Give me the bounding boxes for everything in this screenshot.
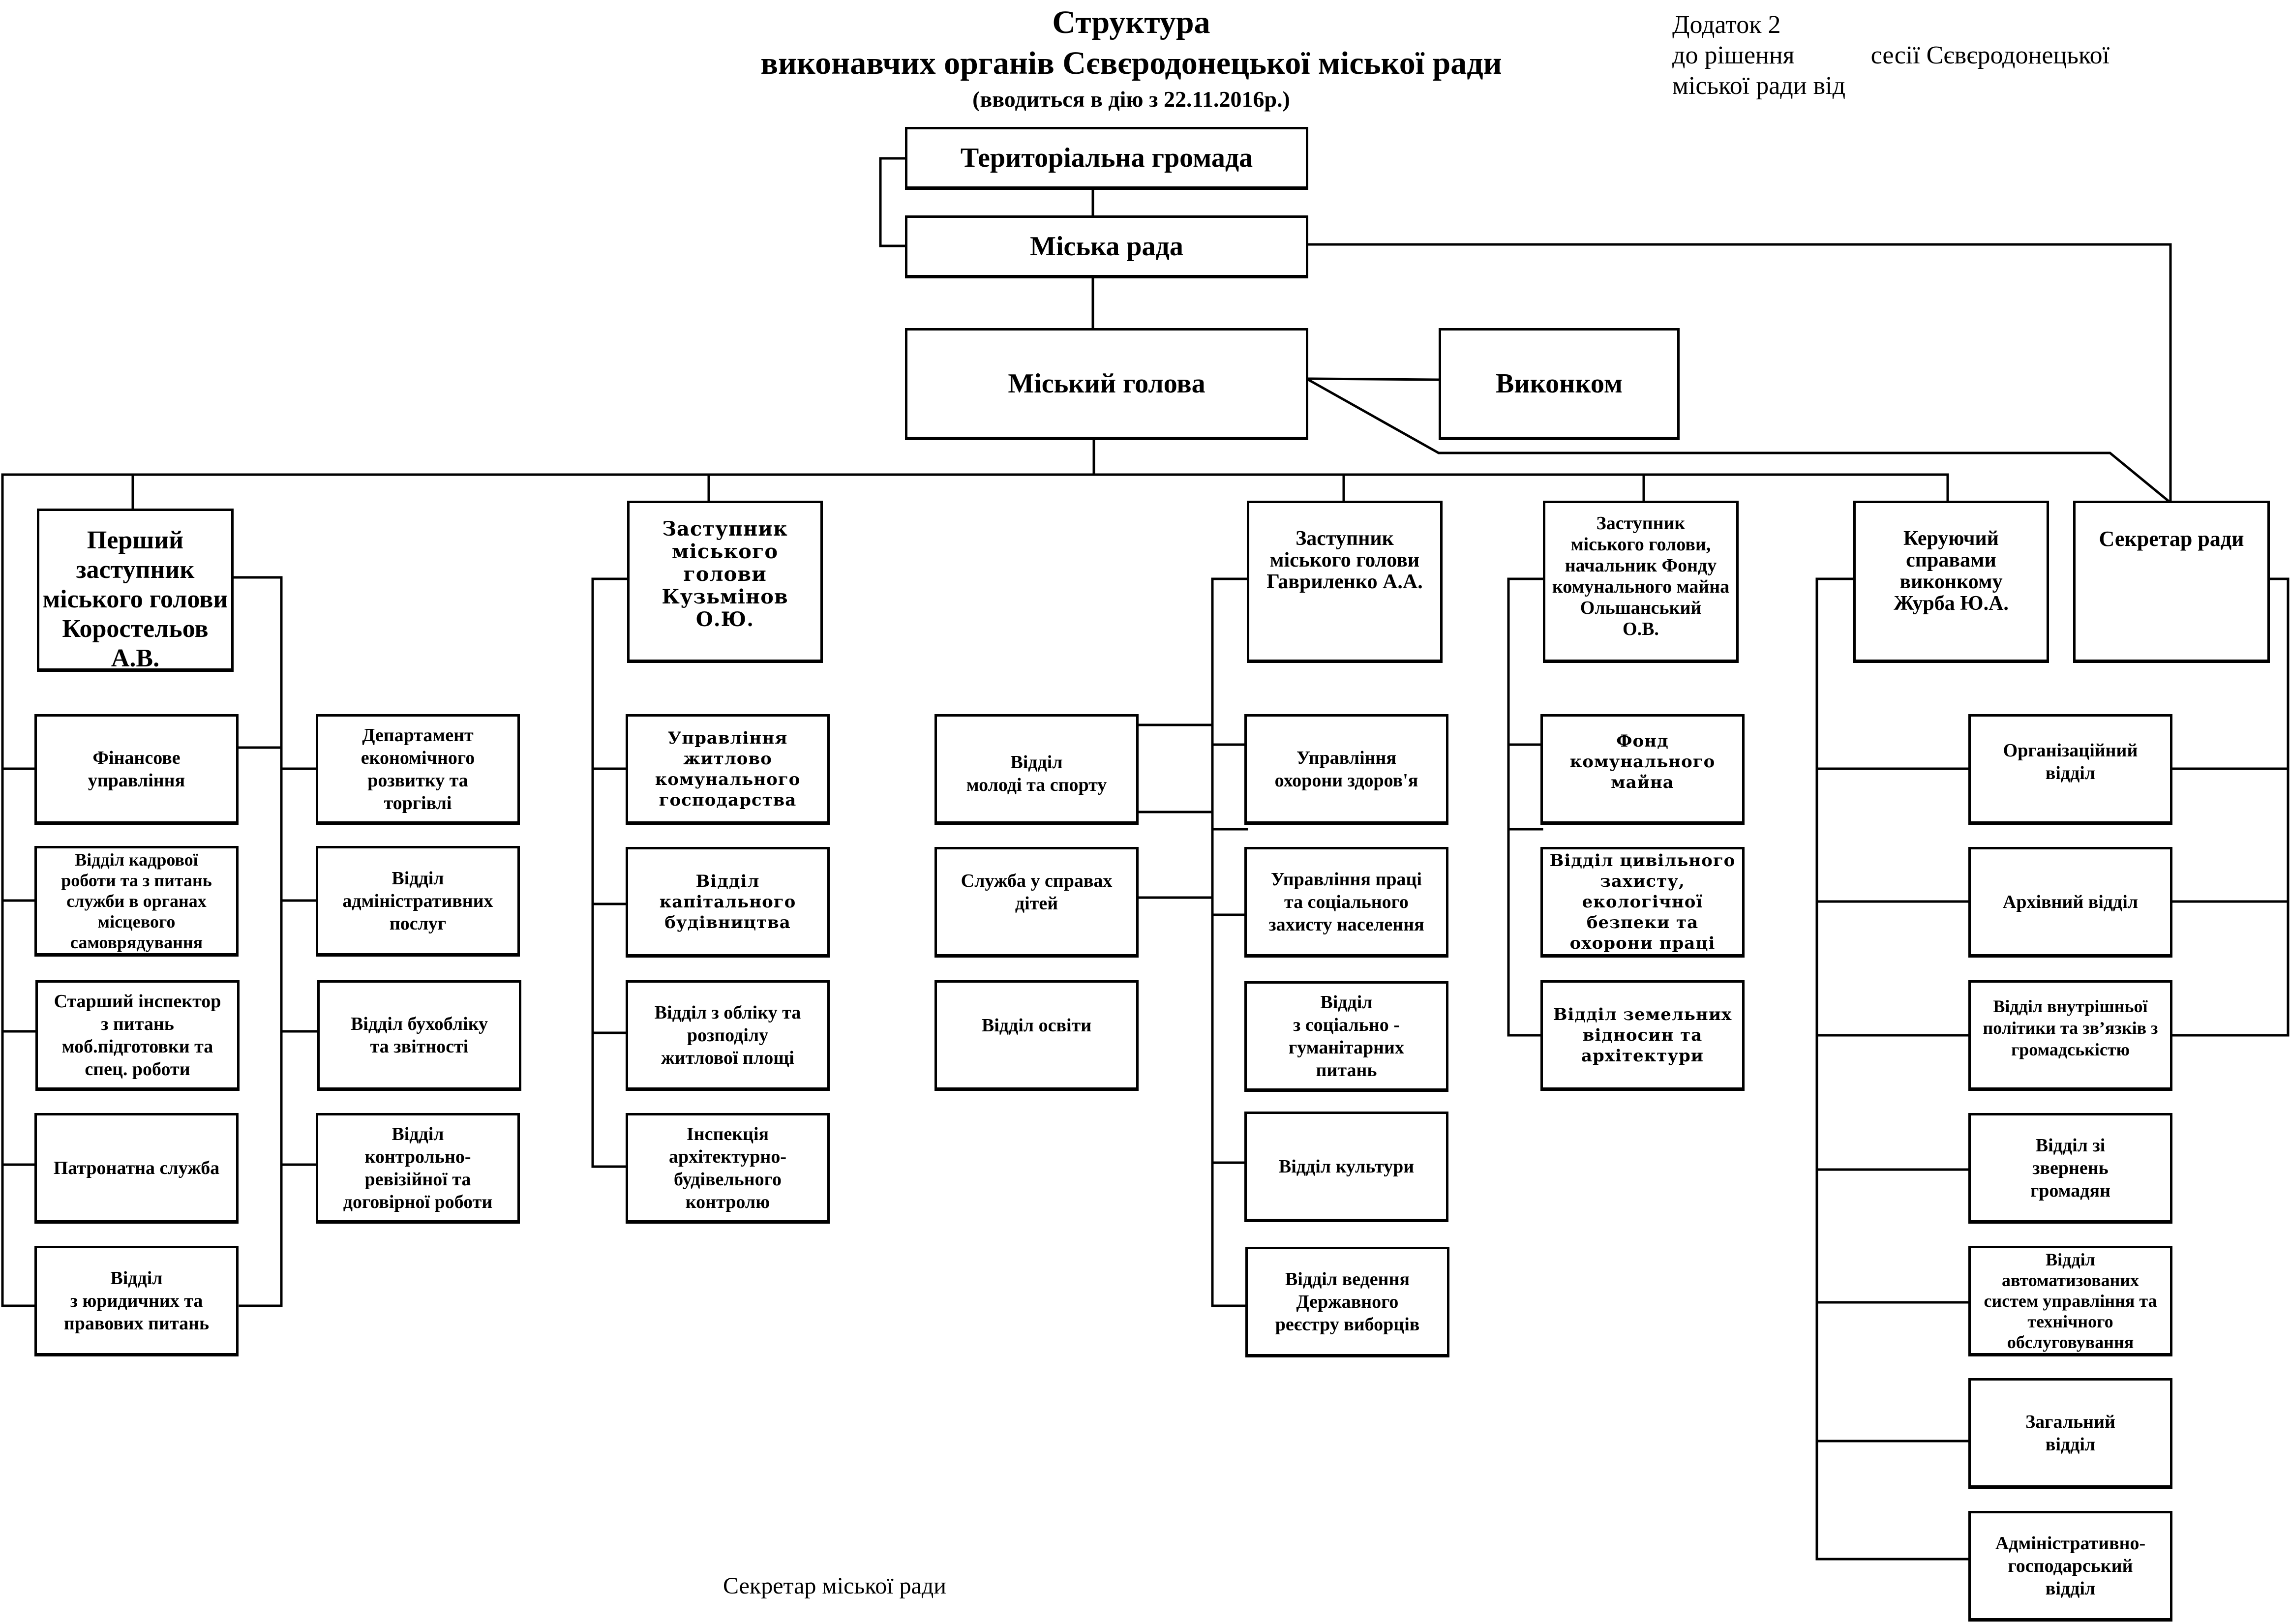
box-council-secretary-label: Секретар ради xyxy=(2099,527,2244,551)
unit-label: Фонд комунального майна xyxy=(1569,731,1716,792)
unit-box: Служба у справах дітей xyxy=(934,847,1139,958)
title-effective-date: (вводиться в дію з 22.11.2016р.) xyxy=(972,87,1290,112)
box-deputy-olshanskyi-label: Заступник міського голови, начальник Фон… xyxy=(1552,513,1730,639)
unit-box: Відділ з юридичних та правових питань xyxy=(34,1246,239,1356)
box-first-deputy-label: Перший заступник міського голови Коросте… xyxy=(42,526,228,672)
unit-box: Управління охорони здоров'я xyxy=(1244,714,1448,825)
unit-label: Відділ зі звернень громадян xyxy=(2030,1135,2110,1201)
unit-label: Відділ молоді та спорту xyxy=(966,752,1107,795)
connector-council-secretary xyxy=(1307,243,2172,504)
unit-box: Відділ внутрішньої політики та зв’язків … xyxy=(1968,980,2172,1091)
unit-box: Відділ земельних відносин та архітектури xyxy=(1540,980,1745,1091)
annex-session-label: сесії Сєвєродонецької xyxy=(1870,41,2110,69)
unit-label: Відділ кадрової роботи та з питань служб… xyxy=(61,849,212,952)
annex-note: Додаток 2 до рішення сесії Сєвєродонецько… xyxy=(1672,10,2262,101)
unit-label: Відділ цивільного захисту, екологічної б… xyxy=(1549,850,1736,953)
unit-box: Архівний відділ xyxy=(1968,847,2172,958)
box-council-secretary: Секретар ради xyxy=(2073,501,2270,663)
unit-label: Відділ адміністративних послуг xyxy=(342,868,493,934)
unit-box: Відділ ведення Державного реєстру виборц… xyxy=(1245,1247,1449,1357)
unit-box: Інспекція архітектурно- будівельного кон… xyxy=(626,1113,830,1224)
unit-label: Відділ освіти xyxy=(981,1015,1092,1036)
unit-label: Адміністративно- господарський відділ xyxy=(1995,1533,2146,1599)
unit-label: Відділ з обліку та розподілу житлової пл… xyxy=(654,1002,801,1068)
unit-label: Служба у справах дітей xyxy=(961,870,1113,914)
unit-box: Відділ контрольно- ревізійної та договір… xyxy=(316,1113,520,1224)
unit-label: Фінансове управління xyxy=(88,747,185,791)
unit-label: Архівний відділ xyxy=(2002,891,2139,912)
unit-box: Відділ кадрової роботи та з питань служб… xyxy=(34,846,239,957)
unit-box: Управління праці та соціального захисту … xyxy=(1244,847,1448,958)
unit-box: Патронатна служба xyxy=(34,1113,239,1224)
unit-label: Відділ внутрішньої політики та зв’язків … xyxy=(1983,996,2158,1059)
unit-label: Відділ автоматизованих систем управління… xyxy=(1984,1249,2157,1352)
box-deputy-kuzminov: Заступник міського голови Кузьмінов О.Ю. xyxy=(627,501,823,663)
box-executive-committee: Виконком xyxy=(1439,328,1680,440)
unit-label: Загальний відділ xyxy=(2025,1411,2115,1455)
document-title: Структура виконавчих органів Сєвєродонец… xyxy=(639,0,1623,114)
unit-box: Департамент економічного розвитку та тор… xyxy=(316,714,520,825)
unit-box: Адміністративно- господарський відділ xyxy=(1968,1511,2172,1622)
box-mayor-label: Міський голова xyxy=(1008,368,1205,399)
annex-date-line: міської ради від xyxy=(1672,72,1846,100)
unit-label: Інспекція архітектурно- будівельного кон… xyxy=(669,1123,786,1212)
unit-box: Загальний відділ xyxy=(1968,1378,2172,1489)
annex-decision-line: до рішення сесії Сєвєродонецької xyxy=(1672,40,2262,71)
box-city-council-label: Міська рада xyxy=(1030,231,1183,262)
unit-box: Відділ цивільного захисту, екологічної б… xyxy=(1540,847,1745,958)
unit-box: Відділ молоді та спорту xyxy=(934,714,1139,825)
box-deputy-gavrylenko: Заступник міського голови Гавриленко А.А… xyxy=(1247,501,1443,663)
unit-label: Відділ культури xyxy=(1278,1156,1415,1177)
unit-label: Відділ контрольно- ревізійної та договір… xyxy=(343,1123,493,1212)
unit-box: Відділ автоматизованих систем управління… xyxy=(1968,1246,2172,1356)
unit-box: Відділ бухобліку та звітності xyxy=(317,980,521,1091)
box-community-label: Територіальна громада xyxy=(960,143,1253,173)
box-deputy-gavrylenko-label: Заступник міського голови Гавриленко А.А… xyxy=(1266,527,1423,593)
unit-box: Управління житлово комунального господар… xyxy=(626,714,830,825)
box-executive-committee-label: Виконком xyxy=(1495,368,1623,399)
connector-community-council-bracket xyxy=(879,157,906,247)
box-chief-of-staff: Керуючий справами виконкому Журба Ю.А. xyxy=(1853,501,2049,663)
unit-label: Відділ земельних відносин та архітектури xyxy=(1553,1004,1732,1066)
box-first-deputy: Перший заступник міського голови Коросте… xyxy=(37,509,234,672)
unit-box: Фонд комунального майна xyxy=(1540,714,1745,825)
box-city-council: Міська рада xyxy=(905,215,1308,278)
box-community: Територіальна громада xyxy=(905,127,1308,190)
unit-label: Патронатна служба xyxy=(53,1157,220,1178)
box-deputy-olshanskyi: Заступник міського голови, начальник Фон… xyxy=(1543,501,1739,663)
unit-label: Управління праці та соціального захисту … xyxy=(1268,869,1424,935)
unit-label: Відділ з юридичних та правових питань xyxy=(63,1267,210,1334)
unit-box: Відділ культури xyxy=(1244,1112,1448,1222)
connector-mayor-secretary xyxy=(1306,378,2172,505)
unit-label: Департамент економічного розвитку та тор… xyxy=(361,724,475,813)
unit-label: Старший інспектор з питань моб.підготовк… xyxy=(54,991,221,1080)
unit-box: Фінансове управління xyxy=(34,714,239,825)
unit-box: Відділ освіти xyxy=(934,980,1139,1091)
unit-label: Відділ ведення Державного реєстру виборц… xyxy=(1275,1268,1420,1335)
box-chief-of-staff-label: Керуючий справами виконкому Журба Ю.А. xyxy=(1894,527,2009,615)
unit-box: Відділ зі звернень громадян xyxy=(1968,1113,2172,1224)
signature-label: Секретар міської ради xyxy=(723,1573,946,1599)
unit-box: Організаційний відділ xyxy=(1968,714,2172,825)
unit-box: Відділ з соціально - гуманітарних питань xyxy=(1244,981,1448,1092)
unit-label: Відділ з соціально - гуманітарних питань xyxy=(1289,992,1404,1081)
unit-box: Відділ з обліку та розподілу житлової пл… xyxy=(626,980,830,1091)
unit-label: Організаційний відділ xyxy=(2003,740,2138,783)
unit-box: Старший інспектор з питань моб.підготовк… xyxy=(35,980,240,1091)
annex-decision-label: до рішення xyxy=(1672,41,1795,69)
unit-label: Відділ капітального будівництва xyxy=(659,871,796,932)
unit-box: Відділ капітального будівництва xyxy=(626,847,830,958)
title-line-1: Структура xyxy=(1052,4,1210,40)
box-deputy-kuzminov-label: Заступник міського голови Кузьмінов О.Ю. xyxy=(662,517,788,631)
box-mayor: Міський голова xyxy=(905,328,1308,440)
unit-label: Управління житлово комунального господар… xyxy=(655,728,801,810)
title-line-2: виконавчих органів Сєвєродонецької міськ… xyxy=(760,45,1502,81)
annex-number: Додаток 2 xyxy=(1672,11,1781,39)
connector-mayor-executive xyxy=(1307,377,1440,381)
unit-label: Управління охорони здоров'я xyxy=(1274,747,1418,791)
unit-box: Відділ адміністративних послуг xyxy=(316,846,520,957)
unit-label: Відділ бухобліку та звітності xyxy=(350,1013,488,1057)
